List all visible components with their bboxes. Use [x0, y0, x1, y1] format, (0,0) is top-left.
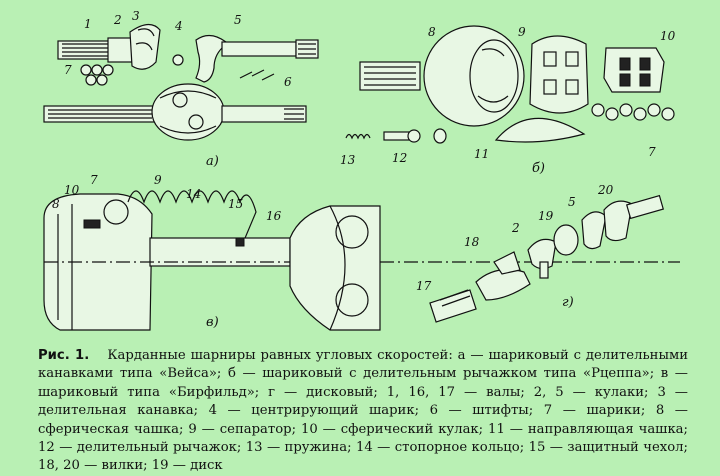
- label-6: 6: [284, 75, 292, 89]
- label-8v: 8: [52, 197, 60, 211]
- label-2: 2: [113, 13, 122, 27]
- label-9: 9: [518, 25, 526, 39]
- label-7: 7: [64, 63, 72, 77]
- panel-v-caption: в): [206, 315, 219, 330]
- label-9v: 9: [154, 173, 162, 187]
- spherical-cup-8: [359, 25, 525, 127]
- spherical-fist-10: [603, 47, 665, 93]
- shaft-16: [44, 237, 680, 267]
- panel-g-caption: г): [562, 295, 574, 310]
- centering-ball-4: [172, 54, 184, 66]
- label-16: 16: [266, 209, 282, 223]
- panel-a-caption: а): [206, 154, 219, 169]
- balls-7: [80, 64, 114, 86]
- label-7v: 7: [90, 173, 98, 187]
- label-3: 3: [132, 9, 140, 23]
- lever-12: [383, 128, 447, 144]
- shaft-1: [57, 37, 135, 63]
- label-14: 14: [186, 187, 201, 201]
- spring-13: [345, 133, 371, 140]
- fist-2g: [527, 238, 557, 279]
- outer-joint-v: [289, 205, 381, 331]
- assembled-joint-a: [43, 83, 307, 141]
- label-17: 17: [416, 279, 432, 293]
- label-18: 18: [464, 235, 480, 249]
- panel-g: 20 5 19 2 18 17 г): [416, 183, 665, 323]
- guide-cup-11: [494, 117, 586, 143]
- label-5: 5: [234, 13, 242, 27]
- label-20: 20: [597, 183, 614, 197]
- fork-20: [603, 194, 665, 242]
- label-11: 11: [474, 147, 489, 161]
- fist-2: [129, 23, 161, 70]
- shaft-17: [429, 289, 477, 323]
- panel-a: 1 2 3 4 5 6 7 а): [43, 9, 319, 169]
- label-8: 8: [428, 25, 436, 39]
- disk-19: [553, 224, 579, 256]
- panel-v: 10 7 9 8 14 15 16 в): [43, 173, 680, 331]
- label-4: 4: [174, 19, 183, 33]
- fist-5: [195, 34, 319, 83]
- pins-6: [239, 69, 275, 81]
- boot-15: [127, 190, 257, 251]
- label-10v: 10: [64, 183, 80, 197]
- label-1: 1: [84, 17, 92, 31]
- label-12: 12: [392, 151, 407, 165]
- label-2g: 2: [511, 221, 520, 235]
- label-13: 13: [340, 153, 356, 167]
- label-5g: 5: [568, 195, 576, 209]
- panel-b: 8 9 10 11 12 13 7 б): [340, 25, 676, 176]
- balls-7b: [591, 103, 675, 121]
- caption-text: Карданные шарниры равных угловых скорост…: [38, 348, 689, 474]
- label-7b: 7: [648, 145, 656, 159]
- fist-5g: [581, 211, 607, 250]
- label-19: 19: [538, 209, 554, 223]
- figure-illustration: 1 2 3 4 5 6 7 а): [43, 9, 680, 331]
- fork-18: [475, 251, 531, 301]
- panel-b-caption: б): [532, 161, 545, 176]
- ball-7v: [83, 199, 129, 229]
- figure-caption: Рис. 1. Карданные шарниры равных угловых…: [38, 347, 688, 476]
- label-15: 15: [228, 197, 243, 211]
- caption-head: Рис. 1.: [38, 348, 90, 363]
- label-10: 10: [660, 29, 676, 43]
- separator-9: [529, 35, 589, 114]
